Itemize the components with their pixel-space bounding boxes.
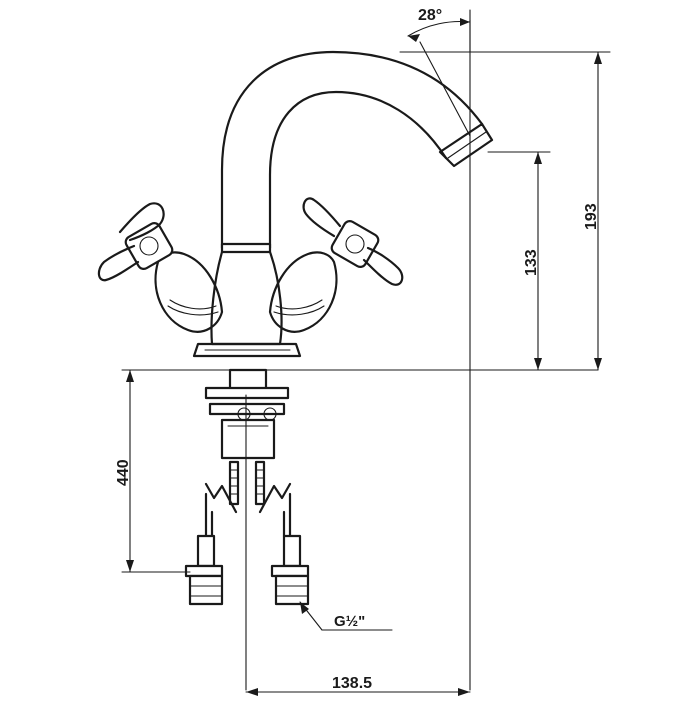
aerator-ring [447,131,487,159]
connection-callout: G½" [299,601,393,631]
hose-stud-right [254,460,266,506]
left-lever-upper [118,202,165,242]
hose-end-left [196,534,216,568]
hose-stud-left [228,460,240,506]
dim133-arrow-bottom [534,358,542,370]
callout-arrow [300,602,309,614]
dim133-arrow-top [534,152,542,164]
left-valve-band [169,299,217,310]
dim193-arrow-top [594,52,602,64]
fixing-washer [204,386,290,400]
hose-break-right-outer [258,482,292,514]
left-valve-dome [154,251,224,333]
right-handle-cap [345,234,365,254]
hose-break-left-outer [204,482,238,514]
angle-slant [419,41,471,137]
dimension-hose-length: 440 [115,369,191,573]
right-valve-band-2 [273,305,325,316]
dim133-label: 133 [523,249,540,276]
left-lever-lower [97,244,140,282]
fixing-assembly [204,368,290,460]
right-valve-dome [268,251,338,333]
hose-end-right [282,534,302,568]
right-lever-upper [302,197,342,238]
spout [220,50,494,250]
hose-nut-left [184,564,224,578]
dim1385-arrow-right [458,688,470,696]
angle-arrow-left [408,34,420,42]
faucet-body [192,242,302,358]
body-main [210,250,283,346]
connection-label: G½" [334,613,365,630]
left-handle-hub [124,222,174,270]
flexible-hoses [184,460,310,606]
dimension-reach: 138.5 [245,675,471,696]
dimension-spout-height: 133 [487,151,551,371]
left-valve-band-2 [167,305,219,316]
dimension-overall-height: 193 [399,51,611,371]
dim440-label: 440 [115,459,132,486]
angle-label: 28° [418,7,442,24]
body-base [192,342,302,358]
dim193-label: 193 [583,203,600,230]
left-valve [97,202,224,333]
dim193-arrow-bottom [594,358,602,370]
dim440-arrow-top [126,370,134,382]
right-valve [268,197,404,333]
hose-nut-right [270,564,310,578]
spout-inner-edge [268,90,448,250]
left-handle-cap [139,236,159,256]
angle-arrow-right [460,18,470,26]
dim1385-label: 138.5 [332,675,372,692]
hose-fitting-right [274,574,310,606]
dim1385-arrow-left [246,688,258,696]
dimension-angle: 28° [407,7,471,137]
spout-aerator [438,122,494,168]
right-valve-band [275,299,323,310]
right-handle-hub [330,220,380,268]
body-collar [220,242,272,254]
right-lever-lower [362,246,404,286]
hose-fitting-left [188,574,224,606]
dim440-arrow-bottom [126,560,134,572]
